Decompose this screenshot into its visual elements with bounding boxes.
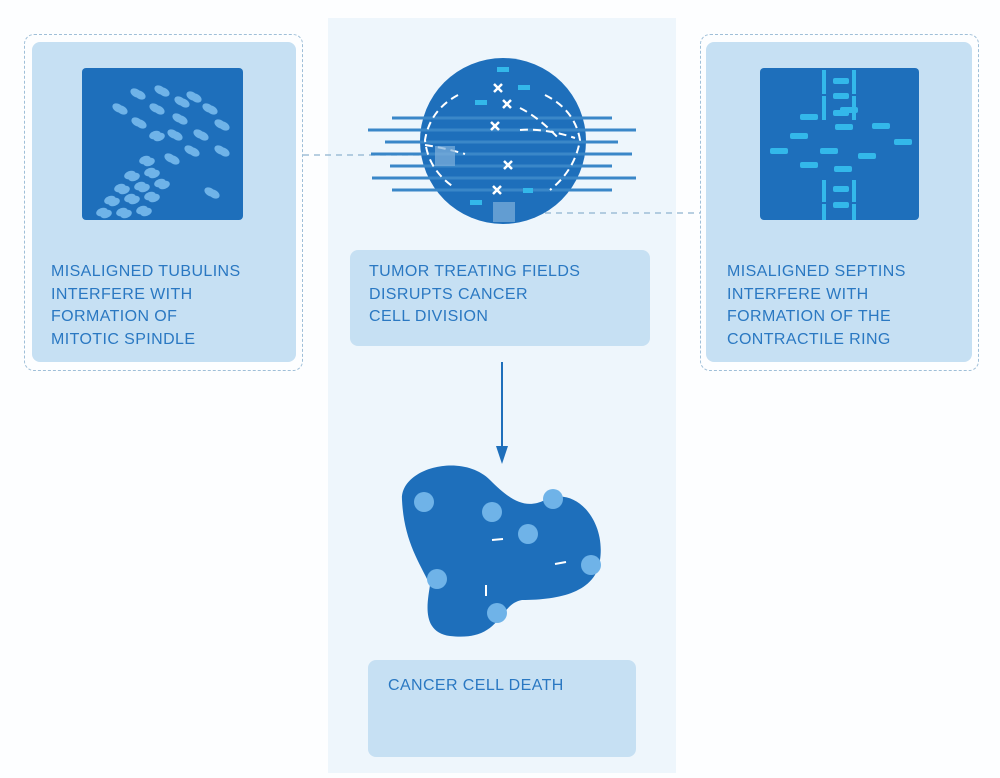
- right-caption: MISALIGNED SEPTINS INTERFERE WITH FORMAT…: [727, 263, 906, 348]
- center-caption: TUMOR TREATING FIELDS DISRUPTS CANCER CE…: [369, 263, 581, 325]
- tubulin-image: [82, 68, 243, 220]
- septin-image: [760, 68, 919, 220]
- dead-cell-illustration: [401, 465, 601, 637]
- dividing-cell-illustration: [368, 58, 636, 224]
- left-dashed-frame: [24, 34, 303, 371]
- result-caption: CANCER CELL DEATH: [388, 677, 564, 694]
- chromosome-x-marks: [490, 83, 513, 195]
- right-dashed-frame: [700, 34, 979, 371]
- result-caption-box: [368, 660, 636, 757]
- down-arrow-icon: [496, 362, 508, 464]
- left-caption: MISALIGNED TUBULINS INTERFERE WITH FORMA…: [51, 263, 241, 348]
- center-caption-box: [350, 250, 650, 346]
